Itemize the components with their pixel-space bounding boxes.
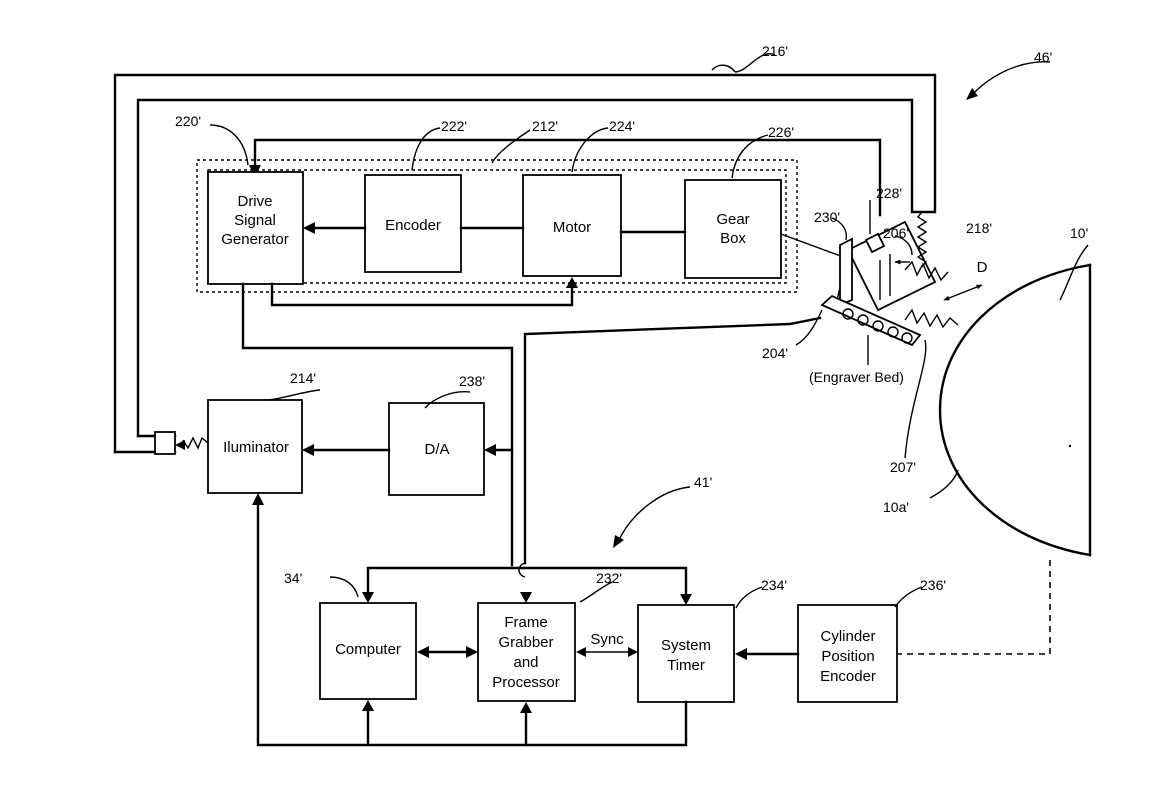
ref-226: 226' — [768, 124, 794, 140]
frame-line-3: and — [513, 654, 538, 671]
engraver-head — [822, 222, 935, 345]
ref-207: 207' — [890, 459, 916, 475]
cpe-line-3: Encoder — [820, 668, 876, 685]
drive-line-2: Signal — [234, 212, 276, 229]
motor-label: Motor — [553, 219, 591, 236]
cpe-line-1: Cylinder — [820, 628, 875, 645]
cylinder-position-encoder-block: Cylinder Position Encoder — [798, 605, 897, 702]
illuminator-output-zigzag — [183, 438, 208, 448]
ref-34: 34' — [284, 570, 302, 586]
d-a-block: D/A — [389, 403, 484, 495]
sync-label: Sync — [590, 631, 624, 648]
cylinder-encoder-dashed-link — [898, 560, 1050, 654]
drive-line-3: Generator — [221, 231, 289, 248]
illuminator-block: Iluminator — [208, 400, 302, 493]
drive-to-motor-loop — [272, 284, 572, 305]
illuminator-label: Iluminator — [223, 439, 289, 456]
computer-label: Computer — [335, 641, 401, 658]
illuminator-output-port — [155, 432, 175, 454]
ref-214: 214' — [290, 370, 316, 386]
gear-box-line-2: Box — [720, 230, 746, 247]
timer-line-1: System — [661, 637, 711, 654]
cylinder-outline — [940, 265, 1090, 555]
ref-206: 206' — [883, 225, 909, 241]
computer-block: Computer — [320, 603, 416, 699]
ref-228: 228' — [876, 185, 902, 201]
ref-232: 232' — [596, 570, 622, 586]
cpe-line-2: Position — [821, 648, 874, 665]
ref-236: 236' — [920, 577, 946, 593]
ref-46: 46' — [1034, 49, 1052, 65]
ref-222: 222' — [441, 118, 467, 134]
encoder-block: Encoder — [365, 175, 461, 272]
motor-block: Motor — [523, 175, 621, 276]
ref-224: 224' — [609, 118, 635, 134]
gear-box-line-1: Gear — [716, 211, 749, 228]
encoder-label: Encoder — [385, 217, 441, 234]
drive-signal-generator-block: Drive Signal Generator — [208, 172, 303, 284]
top-bus — [368, 568, 686, 596]
direction-d-label: D — [977, 259, 988, 276]
ref-234: 234' — [761, 577, 787, 593]
frame-grabber-block: Frame Grabber and Processor — [478, 603, 575, 701]
ref-230: 230' — [814, 209, 840, 225]
ref-238: 238' — [459, 373, 485, 389]
ref-41: 41' — [694, 474, 712, 490]
direction-d-arrow — [944, 285, 982, 300]
system-timer-block: System Timer — [638, 605, 734, 702]
ref-218: 218' — [966, 220, 992, 236]
drive-line-1: Drive — [237, 193, 272, 210]
frame-line-4: Processor — [492, 674, 560, 691]
ref-216: 216' — [762, 43, 788, 59]
timer-line-2: Timer — [667, 657, 705, 674]
ref-10: 10' — [1070, 225, 1088, 241]
engraver-bed-label: (Engraver Bed) — [809, 369, 904, 385]
ref-10a: 10a' — [883, 499, 909, 515]
frame-line-1: Frame — [504, 614, 547, 631]
gear-box-block: Gear Box — [685, 180, 781, 278]
leaders — [210, 54, 1088, 608]
gearbox-to-engraver-link — [781, 234, 846, 258]
frame-line-2: Grabber — [498, 634, 553, 651]
beam-zigzag-218b — [905, 310, 958, 327]
ref-220: 220' — [175, 113, 201, 129]
d-a-label: D/A — [424, 441, 449, 458]
ref-212: 212' — [532, 118, 558, 134]
ref-204: 204' — [762, 345, 788, 361]
